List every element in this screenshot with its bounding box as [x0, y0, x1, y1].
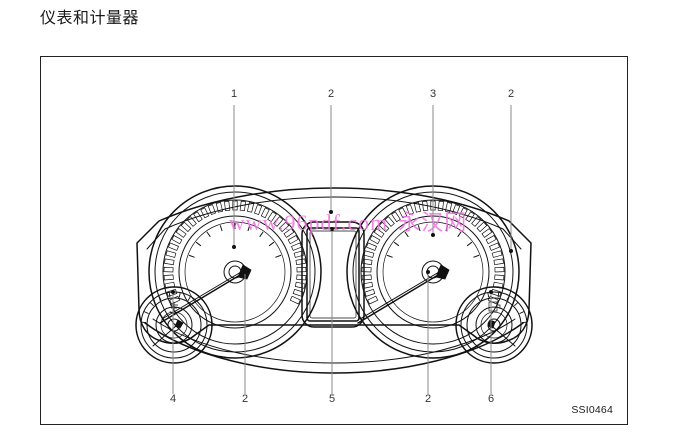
- callout-dot: [426, 270, 430, 274]
- left-gauge-tick-ring: [163, 200, 307, 305]
- callout-dot: [232, 245, 236, 249]
- left-small-gauge-temperature: [135, 286, 213, 364]
- callout-5: 5: [329, 227, 335, 405]
- callout-layer: 1 2 3 2 4 2 5 2 6: [170, 88, 514, 405]
- callout-number: 4: [170, 393, 176, 405]
- callout-number: 6: [488, 393, 494, 405]
- callout-dot: [489, 290, 493, 294]
- callout-2: 2: [242, 270, 248, 405]
- right-small-gauge-ticks: [477, 292, 527, 324]
- callout-2: 2: [508, 88, 514, 253]
- callout-number: 2: [508, 88, 514, 100]
- callout-dot: [171, 290, 175, 294]
- right-gauge-tick-ring: [361, 200, 505, 305]
- callout-6: 6: [488, 290, 494, 405]
- left-gauge-inner-ticks: [188, 223, 282, 258]
- callout-2: 2: [328, 88, 334, 214]
- callout-number: 1: [231, 88, 237, 100]
- callout-number: 2: [242, 393, 248, 405]
- callout-dot: [431, 233, 435, 237]
- callout-dot: [330, 227, 334, 231]
- callout-4: 4: [170, 290, 176, 405]
- left-gauge-tachometer: [148, 185, 322, 359]
- left-small-gauge-ticks: [141, 292, 191, 324]
- callout-number: 3: [430, 88, 436, 100]
- callout-dot: [243, 270, 247, 274]
- figure-reference-code: SSI0464: [571, 404, 613, 416]
- temperature-icon: [169, 302, 179, 314]
- page-title: 仪表和计量器: [40, 10, 140, 27]
- callout-number: 5: [329, 393, 335, 405]
- left-small-gauge-needle: [152, 319, 184, 347]
- callout-number: 2: [328, 88, 334, 100]
- fuel-pump-icon: [488, 301, 501, 312]
- callout-dot: [329, 210, 333, 214]
- callout-1: 1: [231, 88, 237, 249]
- right-small-gauge-fuel: [455, 286, 533, 364]
- cluster-housing-outline: [136, 187, 532, 374]
- instrument-cluster-illustration: .ln { fill:none; stroke:#111111; stroke-…: [135, 88, 533, 405]
- callout-number: 2: [425, 393, 431, 405]
- right-gauge-inner-ticks: [386, 223, 480, 258]
- figure-frame: .ln { fill:none; stroke:#111111; stroke-…: [40, 56, 628, 425]
- callout-3: 3: [430, 88, 436, 237]
- callout-dot: [509, 249, 513, 253]
- right-gauge-needle: [357, 264, 450, 324]
- callout-2: 2: [425, 270, 431, 405]
